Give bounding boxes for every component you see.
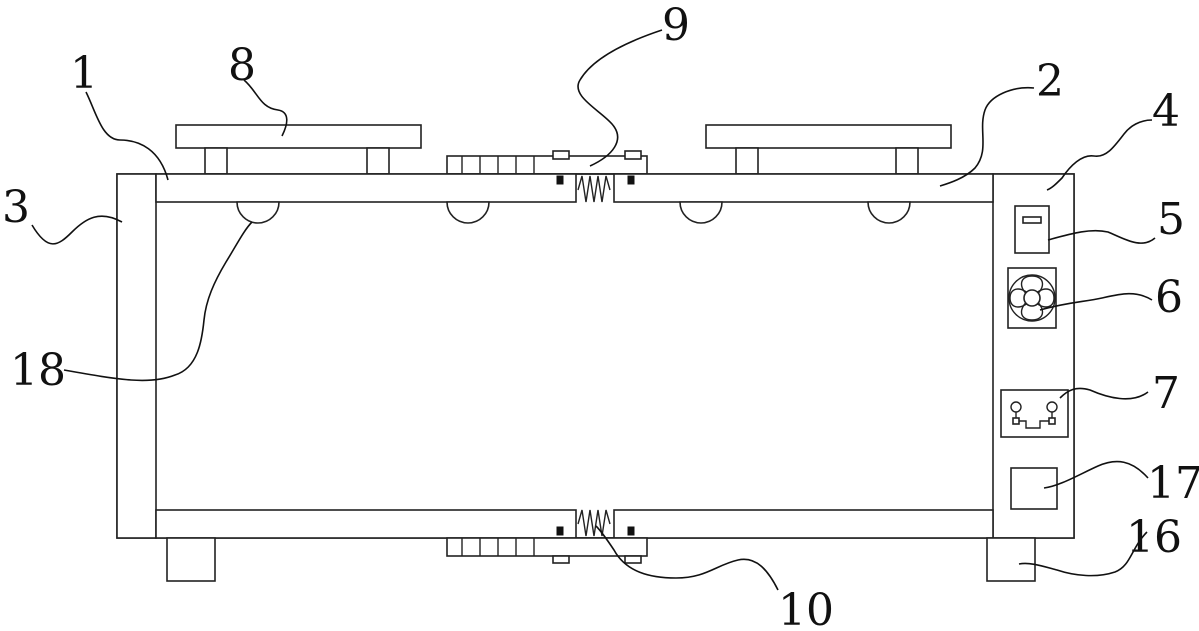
bump-1 <box>236 201 280 224</box>
top-rail-right <box>613 173 994 203</box>
leader-16 <box>1018 531 1148 577</box>
leader-18 <box>63 221 253 382</box>
leader-4 <box>1046 119 1153 191</box>
bottom-rail-right <box>613 509 994 539</box>
fan-icon <box>1007 267 1057 329</box>
top-spring <box>577 175 611 203</box>
leader-7 <box>1059 387 1149 400</box>
label-2: 2 <box>1036 56 1064 107</box>
top-plate-right <box>705 124 952 175</box>
leader-1 <box>85 91 169 181</box>
circuit-board <box>1000 389 1069 438</box>
top-plate-left <box>175 124 422 175</box>
left-end-block <box>116 173 157 539</box>
leader-17 <box>1043 460 1149 489</box>
bottom-pin-right <box>627 526 635 536</box>
leader-2 <box>939 86 1035 187</box>
component-5 <box>1014 205 1050 254</box>
top-pin-left <box>556 175 564 185</box>
leader-8 <box>243 79 288 137</box>
label-8: 8 <box>228 40 256 91</box>
top-connector <box>446 150 648 175</box>
leader-9 <box>577 29 663 167</box>
label-17: 17 <box>1147 458 1199 509</box>
bottom-connector <box>446 537 648 564</box>
bump-3 <box>679 201 723 224</box>
label-6: 6 <box>1155 272 1183 323</box>
foot-left <box>166 537 216 582</box>
top-pin-right <box>627 175 635 185</box>
bottom-pin-left <box>556 526 564 536</box>
leader-3 <box>31 215 123 245</box>
bottom-rail-left <box>155 509 577 539</box>
component-17 <box>1010 467 1058 510</box>
label-9: 9 <box>662 0 690 51</box>
foot-right <box>986 537 1036 582</box>
leader-10 <box>595 525 779 591</box>
label-1: 1 <box>70 48 98 99</box>
label-3: 3 <box>2 182 30 233</box>
leader-5 <box>1047 229 1156 244</box>
outer-frame <box>116 173 1075 539</box>
label-10: 10 <box>778 585 834 631</box>
bump-2 <box>446 201 490 224</box>
label-7: 7 <box>1152 368 1180 419</box>
top-rail-left <box>155 173 577 203</box>
label-16: 16 <box>1126 512 1182 563</box>
bump-4 <box>867 201 911 224</box>
leader-6 <box>1039 292 1153 311</box>
bottom-spring <box>577 509 611 537</box>
label-5: 5 <box>1157 194 1185 245</box>
label-4: 4 <box>1152 86 1180 137</box>
label-18: 18 <box>10 345 66 396</box>
